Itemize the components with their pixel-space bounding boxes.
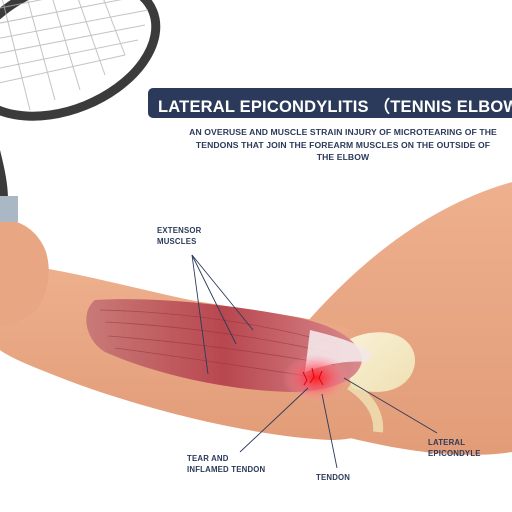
leader-lines <box>191 254 438 469</box>
label-tear-inflamed-tendon: TEAR AND INFLAMED TENDON <box>187 454 266 474</box>
subtitle: AN OVERUSE AND MUSCLE STRAIN INJURY OF M… <box>189 127 497 162</box>
hand <box>0 218 49 326</box>
label-tendon: TENDON <box>316 473 351 482</box>
inflammation <box>282 354 350 402</box>
label-lateral-epicondyle: LATERAL EPICONDYLE <box>428 438 481 458</box>
page-title: LATERAL EPICONDYLITIS （TENNIS ELBOW <box>158 98 512 116</box>
label-extensor-muscles: EXTENSOR MUSCLES <box>157 226 202 246</box>
title-banner <box>148 88 512 118</box>
racket-icon <box>0 0 161 222</box>
